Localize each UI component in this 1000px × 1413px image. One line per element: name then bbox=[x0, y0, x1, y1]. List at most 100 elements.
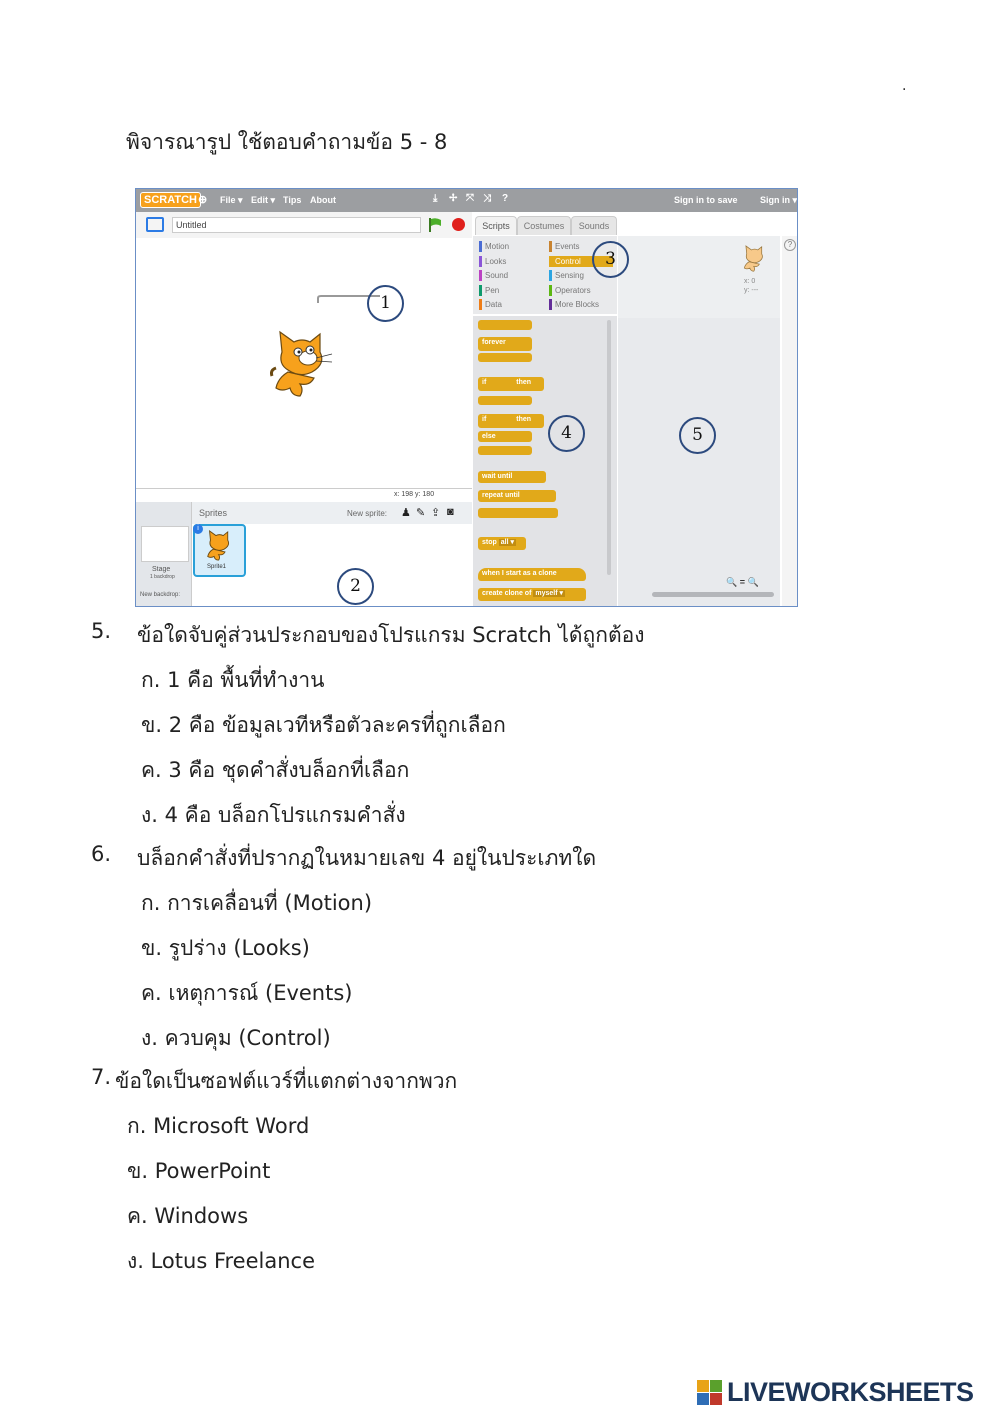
brand-text: LIVEWORKSHEETS bbox=[727, 1377, 974, 1407]
answer-option[interactable]: ค. Windows bbox=[127, 1204, 249, 1228]
else-label: else bbox=[478, 431, 532, 442]
question-number: 5. bbox=[91, 619, 112, 643]
create-clone-block[interactable]: create clone of myself ▾ bbox=[478, 588, 586, 601]
answer-option[interactable]: ข. รูปร่าง (Looks) bbox=[141, 936, 310, 960]
callout-2: 2 bbox=[337, 568, 374, 605]
repeat-until-block[interactable]: repeat until bbox=[478, 490, 556, 502]
sprite-x: x: 0 bbox=[744, 278, 756, 285]
callout-1: 1 bbox=[367, 285, 404, 322]
horizontal-scrollbar[interactable] bbox=[652, 592, 774, 597]
info-icon[interactable]: i bbox=[193, 524, 203, 534]
stage-toolbar: Untitled bbox=[136, 212, 472, 238]
sign-in-menu[interactable]: Sign in ▾ bbox=[760, 195, 798, 205]
duplicate-icon[interactable]: ⤓ bbox=[433, 193, 438, 204]
scratch-menubar: SCRATCH ⊕ File ▾ Edit ▾ Tips About ⤓ ✢ ⤧… bbox=[136, 189, 797, 212]
grow-icon[interactable]: ⤧ bbox=[466, 193, 474, 204]
callout-3: 3 bbox=[592, 241, 629, 278]
sign-in-to-save[interactable]: Sign in to save bbox=[674, 195, 738, 205]
callout-5: 5 bbox=[679, 417, 716, 454]
sprites-pane: Stage 1 backdrop New backdrop: Sprites N… bbox=[136, 502, 472, 606]
menu-edit[interactable]: Edit ▾ bbox=[251, 195, 276, 205]
new-backdrop-label: New backdrop: bbox=[140, 592, 181, 598]
answer-option[interactable]: ข. PowerPoint bbox=[127, 1159, 271, 1183]
fullscreen-icon[interactable] bbox=[146, 217, 164, 232]
category-events[interactable]: Events bbox=[549, 241, 579, 252]
question-number: 7. bbox=[91, 1065, 112, 1089]
sprite-y: y: --- bbox=[744, 287, 759, 294]
mouse-coords: x: 198 y: 180 bbox=[394, 491, 435, 498]
project-title-input[interactable]: Untitled bbox=[172, 217, 421, 233]
cat-sprite[interactable] bbox=[270, 330, 336, 400]
answer-option[interactable]: ก. การเคลื่อนที่ (Motion) bbox=[141, 891, 373, 915]
green-flag-icon[interactable] bbox=[428, 217, 442, 233]
answer-option[interactable]: ง. 4 คือ บล็อกโปรแกรมคำสั่ง bbox=[141, 803, 406, 827]
category-data[interactable]: Data bbox=[479, 299, 502, 310]
editor-tabs: Scripts Costumes Sounds bbox=[473, 214, 618, 236]
speech-line bbox=[317, 295, 380, 303]
question-text: ข้อใดจับคู่ส่วนประกอบของโปรแกรม Scratch … bbox=[137, 623, 645, 647]
tab-scripts[interactable]: Scripts bbox=[475, 216, 517, 235]
palette-scrollbar[interactable] bbox=[607, 320, 611, 575]
category-looks[interactable]: Looks bbox=[479, 255, 506, 267]
sprite-thumbnail[interactable]: i Sprite1 bbox=[193, 524, 246, 577]
category-operators[interactable]: Operators bbox=[549, 284, 591, 296]
clone-hat-block[interactable]: when I start as a clone bbox=[478, 568, 586, 581]
page-dot: . bbox=[902, 78, 907, 94]
if-then-block[interactable]: if then bbox=[478, 377, 544, 391]
question-number: 6. bbox=[91, 842, 112, 866]
block-palette: forever if then if then else wait until … bbox=[473, 316, 617, 606]
liveworksheets-icon bbox=[697, 1380, 722, 1405]
stage-backdrops: 1 backdrop bbox=[150, 574, 175, 580]
category-more-blocks[interactable]: More Blocks bbox=[549, 299, 599, 310]
stage-thumbnail[interactable] bbox=[141, 526, 189, 562]
menu-about[interactable]: About bbox=[310, 195, 336, 205]
camera-icon[interactable]: ◙ bbox=[447, 506, 454, 518]
sprite-info-area: x: 0 y: --- bbox=[618, 236, 780, 318]
answer-option[interactable]: ก. 1 คือ พื้นที่ทำงาน bbox=[141, 668, 325, 692]
wait-until-block[interactable]: wait until bbox=[478, 471, 546, 483]
stage-area[interactable] bbox=[136, 238, 472, 489]
scratch-logo: SCRATCH bbox=[140, 192, 201, 208]
cat-thumb-icon bbox=[207, 530, 229, 561]
tab-sounds[interactable]: Sounds bbox=[571, 216, 617, 235]
help-icon[interactable]: ? bbox=[502, 193, 509, 204]
callout-4: 4 bbox=[548, 415, 585, 452]
sprite-library-icon[interactable]: ♟ bbox=[401, 507, 411, 519]
scratch-screenshot: SCRATCH ⊕ File ▾ Edit ▾ Tips About ⤓ ✢ ⤧… bbox=[135, 188, 798, 607]
answer-option[interactable]: ข. 2 คือ ข้อมูลเวทีหรือตัวละครที่ถูกเลือ… bbox=[141, 713, 506, 737]
category-pen[interactable]: Pen bbox=[479, 284, 499, 296]
category-control[interactable]: Control bbox=[549, 255, 613, 267]
answer-option[interactable]: ค. 3 คือ ชุดคำสั่งบล็อกที่เลือก bbox=[141, 758, 410, 782]
menu-file[interactable]: File ▾ bbox=[220, 195, 243, 205]
answer-option[interactable]: ค. เหตุการณ์ (Events) bbox=[141, 981, 353, 1005]
category-motion[interactable]: Motion bbox=[479, 241, 509, 252]
stage-label: Stage bbox=[152, 566, 171, 573]
shrink-icon[interactable]: ⤨ bbox=[483, 193, 491, 204]
stop-icon[interactable] bbox=[452, 218, 465, 231]
new-sprite-label: New sprite: bbox=[347, 509, 388, 518]
sprite-name: Sprite1 bbox=[207, 564, 227, 570]
globe-icon[interactable]: ⊕ bbox=[198, 194, 208, 206]
question-text: ข้อใดเป็นซอฟต์แวร์ที่แตกต่างจากพวก bbox=[115, 1069, 458, 1093]
stop-block[interactable]: stop all ▾ bbox=[478, 537, 526, 550]
tab-costumes[interactable]: Costumes bbox=[517, 216, 571, 235]
paint-icon[interactable]: ✎ bbox=[416, 507, 426, 519]
question-text: บล็อกคำสั่งที่ปรากฏในหมายเลข 4 อยู่ในประ… bbox=[137, 846, 597, 870]
help-icon[interactable]: ? bbox=[784, 239, 796, 251]
zoom-controls[interactable]: 🔍 = 🔍 bbox=[726, 577, 759, 587]
answer-option[interactable]: ง. ควบคุม (Control) bbox=[141, 1026, 331, 1050]
category-sensing[interactable]: Sensing bbox=[549, 270, 584, 281]
answer-option[interactable]: ก. Microsoft Word bbox=[127, 1114, 310, 1138]
sprites-label: Sprites bbox=[199, 508, 228, 518]
instruction-text: พิจารณารูป ใช้ตอบคำถามข้อ 5 - 8 bbox=[126, 130, 448, 154]
answer-option[interactable]: ง. Lotus Freelance bbox=[127, 1249, 315, 1273]
category-sound[interactable]: Sound bbox=[479, 270, 508, 281]
if-then-else-block[interactable]: if then bbox=[478, 414, 544, 428]
forever-block[interactable]: forever bbox=[478, 337, 532, 351]
menu-tips[interactable]: Tips bbox=[283, 195, 302, 205]
cat-corner-icon bbox=[743, 245, 763, 272]
c-block-end[interactable] bbox=[478, 320, 532, 330]
cut-icon[interactable]: ✢ bbox=[449, 193, 458, 204]
upload-icon[interactable]: ⇪ bbox=[431, 507, 441, 519]
